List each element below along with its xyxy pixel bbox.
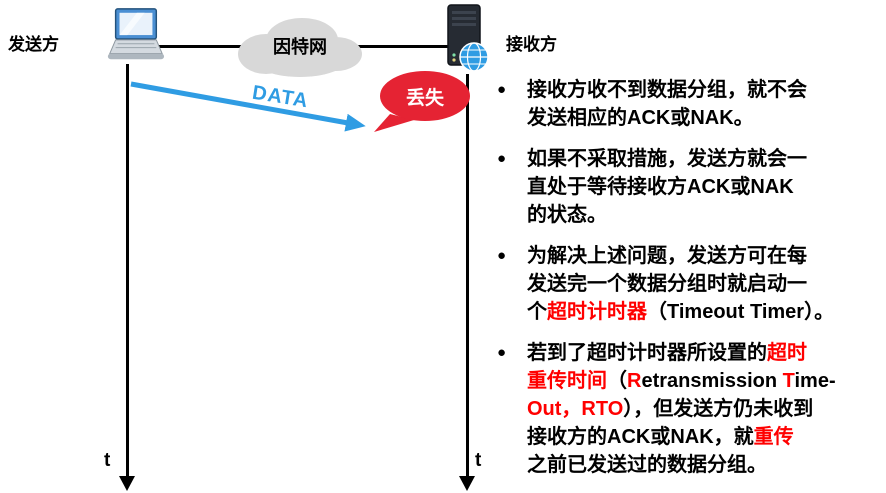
receiver-timeline [466, 74, 469, 478]
sender-timeline [126, 64, 129, 478]
time-label-left: t [104, 450, 111, 471]
note-text: 为解决上述问题，发送方可在每 发送完一个数据分组时就启动一 个超时计时器（Tim… [527, 245, 835, 323]
time-label-right: t [475, 450, 482, 471]
sender-computer-icon [107, 8, 165, 60]
receiver-server-icon [447, 4, 489, 72]
lost-bubble-label: 丢失 [406, 86, 445, 109]
note-item: ● 为解决上述问题，发送方可在每 发送完一个数据分组时就启动一 个超时计时器（T… [497, 242, 881, 326]
notes-list: ● 接收方收不到数据分组，就不会 发送相应的ACK或NAK。 ● 如果不采取措施… [497, 76, 881, 492]
note-text: 接收方收不到数据分组，就不会 发送相应的ACK或NAK。 [527, 79, 807, 129]
bullet-marker: ● [497, 81, 507, 98]
lost-bubble: 丢失 [374, 71, 470, 132]
note-item: ● 接收方收不到数据分组，就不会 发送相应的ACK或NAK。 [497, 76, 881, 132]
internet-label: 因特网 [273, 37, 327, 57]
sender-timeline-arrowhead [119, 476, 135, 491]
receiver-timeline-arrowhead [459, 476, 475, 491]
bullet-marker: ● [497, 344, 507, 361]
bullet-marker: ● [497, 247, 507, 264]
note-text: 如果不采取措施，发送方就会一 直处于等待接收方ACK或NAK 的状态。 [527, 148, 807, 226]
bullet-marker: ● [497, 150, 507, 167]
internet-cloud [238, 18, 362, 77]
sender-label: 发送方 [8, 35, 59, 54]
note-item: ● 如果不采取措施，发送方就会一 直处于等待接收方ACK或NAK 的状态。 [497, 145, 881, 229]
note-text: 若到了超时计时器所设置的超时 重传时间（Retransmission Time-… [527, 342, 836, 476]
note-item: ● 若到了超时计时器所设置的超时 重传时间（Retransmission Tim… [497, 339, 881, 479]
receiver-label: 接收方 [506, 35, 557, 54]
